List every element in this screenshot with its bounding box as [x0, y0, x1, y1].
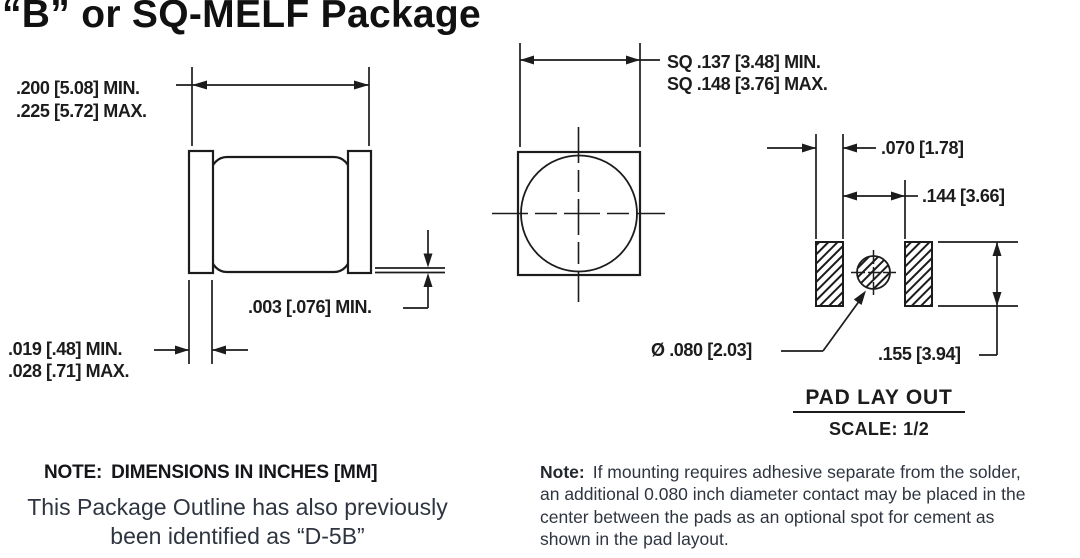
end-view-figure — [492, 43, 665, 302]
square-dimension — [519, 43, 660, 147]
pad-height-dimension — [938, 241, 1018, 356]
dim-label-band-min: .019 [.48] MIN. — [8, 339, 123, 359]
mounting-note-line1: Note: If mounting requires adhesive separ… — [540, 461, 1080, 483]
dim-label-square-min: SQ .137 [3.48] MIN. — [667, 52, 821, 72]
dimensions-note-text: DIMENSIONS IN INCHES [MM] — [111, 462, 378, 483]
right-pad — [904, 241, 933, 307]
dim-label-standoff: .003 [.076] MIN. — [248, 297, 372, 317]
outline-history-note: This Package Outline has also previously… — [0, 493, 475, 551]
length-dimension — [176, 67, 370, 146]
mounting-note-line2: an additional 0.080 inch diameter contac… — [540, 484, 1026, 505]
dim-label-pad-spacing: .144 [3.66] — [922, 186, 1005, 206]
side-view-figure — [154, 67, 445, 364]
pad-layout-figure — [767, 134, 1018, 356]
left-pad — [815, 241, 844, 307]
dimensions-note-label: NOTE: — [44, 462, 103, 483]
mounting-note-label: Note: — [540, 462, 585, 482]
pad-width-dimension — [767, 134, 876, 239]
page-title: “B” or SQ-MELF Package — [2, 0, 482, 36]
mounting-note-text1: If mounting requires adhesive separate f… — [592, 462, 1021, 482]
dim-label-length-min: .200 [5.08] MIN. — [16, 78, 140, 98]
outline-history-line1: This Package Outline has also previously — [27, 494, 448, 520]
melf-body-outline — [209, 155, 352, 274]
dim-label-pad-width: .070 [1.78] — [881, 138, 964, 158]
pad-layout-scale: SCALE: 1/2 — [828, 419, 930, 439]
dim-label-pad-height: .155 [3.94] — [878, 344, 961, 364]
pad-spacing-dimension — [843, 180, 918, 239]
melf-left-cap — [187, 149, 215, 275]
mounting-note-line3: center between the pads as an optional s… — [540, 506, 995, 527]
dim-label-cement-dot: Ø .080 [2.03] — [651, 340, 752, 360]
pad-layout-caption: PAD LAY OUT — [793, 386, 965, 413]
cement-dot-leader — [781, 290, 866, 352]
standoff-dimension — [375, 230, 445, 309]
dim-label-square-max: SQ .148 [3.76] MAX. — [667, 74, 828, 94]
mounting-note-line4: shown in the pad layout. — [540, 528, 729, 549]
dim-label-band-max: .028 [.71] MAX. — [8, 361, 130, 381]
melf-right-cap — [346, 149, 373, 275]
dimensions-note: NOTE: DIMENSIONS IN INCHES [MM] — [44, 462, 378, 484]
dim-label-length-max: .225 [5.72] MAX. — [16, 101, 147, 121]
mounting-note: Note: If mounting requires adhesive separ… — [540, 461, 1080, 550]
band-width-dimension — [154, 280, 248, 364]
outline-history-line2: been identified as “D-5B” — [110, 523, 365, 549]
